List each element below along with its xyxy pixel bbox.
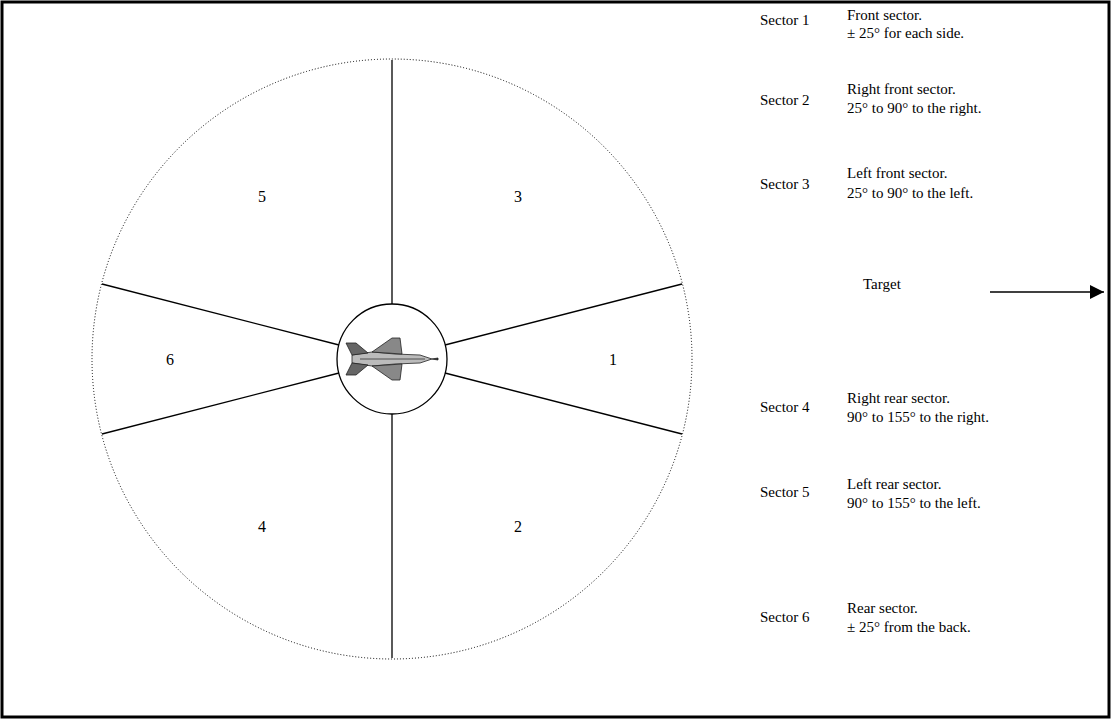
sector-text: Right rear sector. [847, 389, 950, 407]
sector-text: Front sector. [847, 6, 922, 24]
sector-text: Sector 3 [760, 175, 810, 193]
sector-text: Right front sector. [847, 80, 956, 98]
sector-text: ± 25° for each side. [847, 24, 964, 42]
sector-text: Left front sector. [847, 164, 947, 182]
sector-number: 1 [609, 351, 617, 369]
sector-text: Sector 5 [760, 483, 810, 501]
sector-number: 3 [514, 188, 522, 206]
sector-text: ± 25° from the back. [847, 618, 971, 636]
sector-number: 5 [258, 188, 266, 206]
sector-number: 4 [258, 518, 266, 536]
sector-text: 90° to 155° to the left. [847, 494, 981, 512]
sector-text: Sector 4 [760, 398, 810, 416]
sector-lines [102, 60, 682, 658]
sector-number: 2 [514, 518, 522, 536]
sector-text: 90° to 155° to the right. [847, 408, 989, 426]
sector-text: 25° to 90° to the right. [847, 99, 982, 117]
sector-text: 25° to 90° to the left. [847, 184, 973, 202]
sector-text: Rear sector. [847, 599, 918, 617]
target-arrow [990, 291, 1104, 293]
sector-text: Sector 1 [760, 11, 810, 29]
sector-number: 6 [166, 351, 174, 369]
aircraft-icon [346, 338, 438, 380]
sector-text: Sector 6 [760, 608, 810, 626]
sector-text: Left rear sector. [847, 475, 942, 493]
target-label: Target [863, 275, 901, 293]
sector-text: Sector 2 [760, 91, 810, 109]
inner-circle [337, 304, 447, 414]
outer-circle [92, 59, 692, 659]
